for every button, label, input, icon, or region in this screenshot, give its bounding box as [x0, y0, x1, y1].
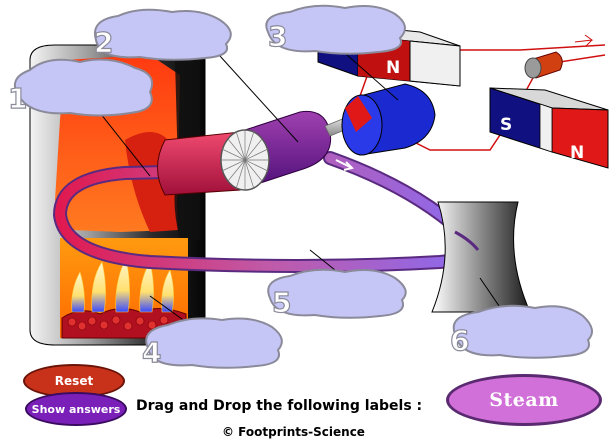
drop-zone-3[interactable]: 3 — [266, 6, 405, 54]
cooling-tower — [432, 202, 530, 312]
drop-zone-5[interactable]: 5 — [268, 270, 405, 319]
copyright-text: © Footprints-Science — [222, 425, 365, 439]
show-answers-button[interactable]: Show answers — [25, 392, 127, 426]
drop-zone-1-number: 1 — [8, 82, 27, 115]
drop-zone-2[interactable]: 2 — [94, 10, 231, 60]
drop-zone-6-number: 6 — [450, 324, 469, 357]
turbine-blades — [221, 130, 269, 190]
magnet-north-bottom: N — [570, 143, 584, 163]
label-tile-steam[interactable]: Steam — [446, 374, 602, 426]
magnet-bottom: S N — [490, 88, 608, 168]
magnet-south: S — [500, 115, 512, 135]
armature — [342, 84, 435, 155]
drop-zone-3-number: 3 — [268, 20, 287, 53]
instruction-text: Drag and Drop the following labels : — [136, 398, 436, 414]
magnet-north-top: N — [386, 58, 400, 78]
bulb — [525, 35, 592, 78]
drop-zone-6[interactable]: 6 — [450, 306, 592, 358]
drop-zone-4[interactable]: 4 — [142, 318, 282, 369]
drop-zone-2-number: 2 — [94, 26, 113, 59]
drop-zone-4-number: 4 — [142, 336, 161, 369]
drop-zone-5-number: 5 — [272, 286, 291, 319]
